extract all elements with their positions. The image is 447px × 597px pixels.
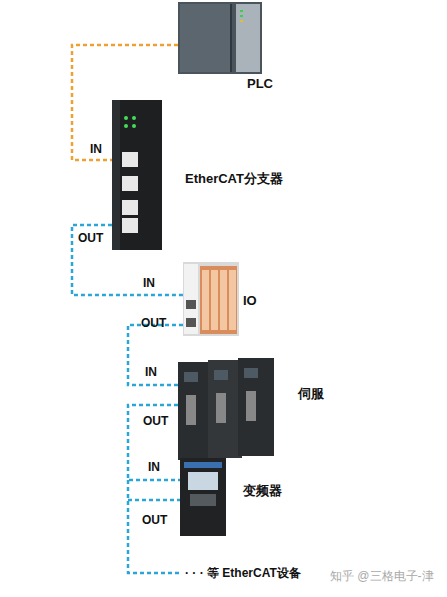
- port-label: IN: [145, 365, 157, 379]
- io-terminals: [200, 266, 237, 334]
- servo-display: [244, 368, 258, 378]
- bus-trunk: [128, 480, 180, 573]
- rj45-port: [122, 200, 138, 215]
- bus-branch: [128, 499, 180, 502]
- device-label: IO: [243, 293, 257, 308]
- device-node: 变频器: [180, 458, 226, 536]
- servo-drive: [238, 358, 274, 456]
- device-label: PLC: [247, 76, 273, 91]
- port-label: OUT: [143, 414, 168, 428]
- inverter-keypad: [190, 494, 216, 506]
- switch-led: [132, 116, 136, 120]
- rj45-port: [122, 218, 138, 233]
- rj45-port: [186, 318, 196, 327]
- device-label: 伺服: [298, 385, 324, 403]
- switch-led: [124, 116, 128, 120]
- port-label: IN: [143, 276, 155, 290]
- servo-connector: [246, 391, 256, 421]
- ethercat-cable: [128, 325, 183, 385]
- servo-display: [184, 372, 198, 382]
- servo-connector: [216, 393, 226, 423]
- terminal-grid: [202, 270, 236, 330]
- plc-panel: [236, 4, 260, 72]
- servo-drive: [178, 362, 212, 460]
- terminal-row: [229, 270, 236, 330]
- terminal-row: [220, 270, 227, 330]
- terminal-row: [211, 270, 218, 330]
- rj45-port: [186, 300, 196, 309]
- device-node: IO: [183, 262, 239, 337]
- plc-body: [178, 2, 262, 74]
- rj45-port: [122, 152, 138, 167]
- device-node: 伺服: [178, 357, 276, 460]
- inverter-top: [184, 462, 222, 468]
- inverter-screen: [188, 472, 218, 490]
- rj45-port: [122, 176, 138, 191]
- terminal-row: [202, 270, 209, 330]
- port-label: IN: [90, 142, 102, 156]
- device-node: EtherCAT分支器: [112, 100, 162, 250]
- plc-seam: [230, 4, 232, 72]
- port-label: OUT: [141, 316, 166, 330]
- ethercat-cable: [72, 225, 183, 295]
- bus-wiring: [128, 480, 180, 573]
- device-label: 变频器: [243, 482, 282, 500]
- switch-side: [112, 100, 120, 250]
- port-label: IN: [148, 460, 160, 474]
- more-devices-note: · · · 等 EtherCAT设备: [185, 565, 301, 582]
- plc-led: [240, 20, 243, 22]
- switch-body: [112, 100, 162, 250]
- ethercat-cable: [72, 45, 178, 160]
- io-body: [183, 262, 239, 336]
- port-label: OUT: [78, 231, 103, 245]
- io-coupler: [184, 264, 198, 334]
- switch-led: [132, 124, 136, 128]
- plc-module: [180, 4, 230, 72]
- port-label: OUT: [142, 513, 167, 527]
- inverter-body: [180, 458, 226, 536]
- switch-led: [124, 124, 128, 128]
- servo-connector: [186, 395, 196, 425]
- servo-drive: [208, 360, 242, 458]
- watermark: 知乎 @三格电子-津: [330, 568, 434, 585]
- device-node: PLC: [178, 0, 264, 75]
- servo-display: [214, 370, 228, 380]
- device-label: EtherCAT分支器: [185, 170, 283, 188]
- plc-led: [240, 15, 243, 17]
- ethercat-cable: [128, 405, 180, 480]
- plc-led: [240, 10, 243, 12]
